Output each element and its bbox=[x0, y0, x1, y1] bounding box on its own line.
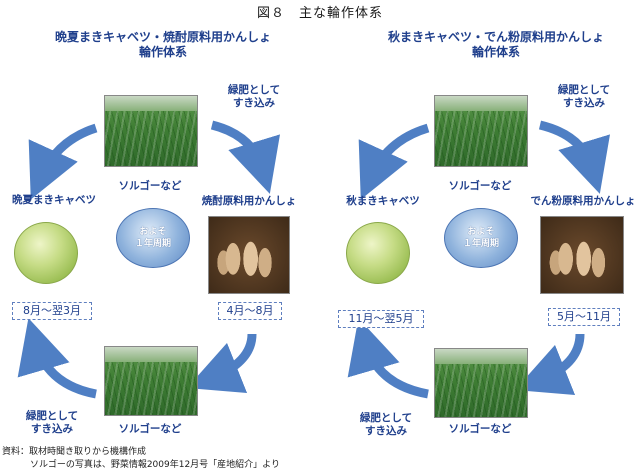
left-right-crop-label: 焼酎原料用かんしょ bbox=[200, 195, 298, 208]
arrow-bottom-right-2 bbox=[540, 334, 580, 380]
right-cabbage-photo bbox=[346, 222, 410, 284]
left-bottom-crop-label: ソルゴーなど bbox=[104, 421, 196, 436]
left-cabbage-photo bbox=[14, 222, 78, 284]
left-bottom-sorghum-photo bbox=[104, 346, 198, 416]
left-right-period: 4月～8月 bbox=[218, 302, 282, 320]
arrow-top-left-2 bbox=[372, 128, 428, 175]
cycle-line1: およそ bbox=[117, 226, 189, 238]
arrow-top-right bbox=[212, 125, 262, 168]
left-top-crop-label: ソルゴーなど bbox=[104, 178, 196, 193]
left-left-period: 8月～翌3月 bbox=[12, 302, 92, 320]
left-cycle-ellipse: およそ １年周期 bbox=[116, 208, 190, 268]
left-system-title: 晩夏まきキャベツ・焼酎原料用かんしょ 輪作体系 bbox=[28, 30, 298, 60]
right-right-period: 5月～11月 bbox=[548, 308, 620, 326]
footnote-source: 資料：取材時聞き取りから機構作成 bbox=[2, 446, 280, 459]
left-left-crop-label: 晩夏まきキャベツ bbox=[4, 194, 104, 207]
left-system-title-line2: 輪作体系 bbox=[28, 45, 298, 60]
left-green-manure-top: 緑肥として すき込み bbox=[214, 84, 294, 110]
label: 緑肥として bbox=[12, 410, 92, 423]
left-green-manure-bottom: 緑肥として すき込み bbox=[12, 410, 92, 436]
right-green-manure-bottom: 緑肥として すき込み bbox=[346, 412, 426, 438]
footnote-photo-credit: ソルゴーの写真は、野菜情報2009年12月号「産地紹介」より bbox=[2, 459, 280, 472]
right-top-crop-label: ソルゴーなど bbox=[434, 178, 526, 193]
label: すき込み bbox=[214, 97, 294, 110]
right-green-manure-top: 緑肥として すき込み bbox=[544, 84, 624, 110]
cycle-line2: １年周期 bbox=[445, 238, 517, 250]
label: 緑肥として bbox=[544, 84, 624, 97]
arrow-bottom-right bbox=[212, 334, 252, 378]
right-right-crop-label: でん粉原料用かんしょ bbox=[528, 195, 638, 208]
right-system-title: 秋まきキャベツ・でん粉原料用かんしょ 輪作体系 bbox=[356, 30, 636, 60]
right-sweetpotato-photo bbox=[540, 216, 624, 294]
label: 緑肥として bbox=[214, 84, 294, 97]
left-top-sorghum-photo bbox=[104, 95, 198, 167]
right-top-sorghum-photo bbox=[434, 95, 528, 167]
right-bottom-crop-label: ソルゴーなど bbox=[434, 421, 526, 436]
left-sweetpotato-photo bbox=[208, 216, 290, 294]
footnote: 資料：取材時聞き取りから機構作成 ソルゴーの写真は、野菜情報2009年12月号「… bbox=[2, 446, 280, 472]
arrow-bottom-left-2 bbox=[366, 344, 428, 394]
right-system-title-line2: 輪作体系 bbox=[356, 45, 636, 60]
label: すき込み bbox=[12, 423, 92, 436]
cycle-line1: およそ bbox=[445, 226, 517, 238]
arrow-top-right-2 bbox=[540, 125, 592, 168]
cycle-line2: １年周期 bbox=[117, 238, 189, 250]
right-bottom-sorghum-photo bbox=[434, 348, 528, 418]
right-left-crop-label: 秋まきキャベツ bbox=[338, 195, 428, 208]
arrow-top-left bbox=[42, 128, 96, 175]
left-system-title-line1: 晩夏まきキャベツ・焼酎原料用かんしょ bbox=[28, 30, 298, 45]
label: すき込み bbox=[346, 425, 426, 438]
label: 緑肥として bbox=[346, 412, 426, 425]
right-system-title-line1: 秋まきキャベツ・でん粉原料用かんしょ bbox=[356, 30, 636, 45]
right-left-period: 11月～翌5月 bbox=[338, 310, 424, 328]
arrow-bottom-left bbox=[36, 344, 96, 394]
right-cycle-ellipse: およそ １年周期 bbox=[444, 208, 518, 268]
label: すき込み bbox=[544, 97, 624, 110]
